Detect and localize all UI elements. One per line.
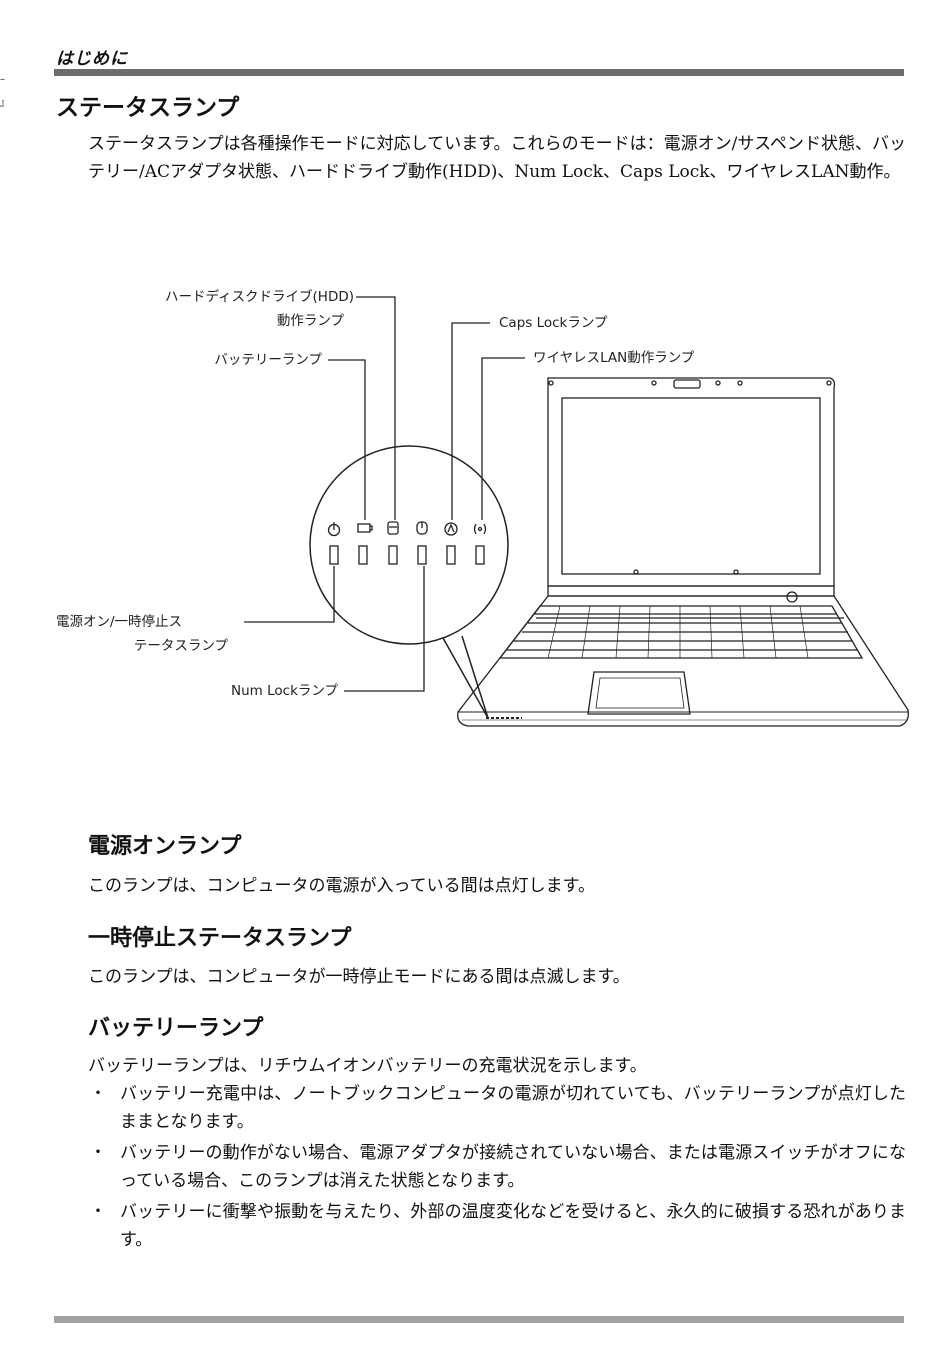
heading-battery-lamp: バッテリーランプ xyxy=(88,1016,264,1041)
bullet-text: バッテリー充電中は、ノートブックコンピュータの電源が切れていても、バッテリーラン… xyxy=(120,1084,906,1132)
bullet-text: バッテリーの動作がない場合、電源アダプタが接続されていない場合、または電源スイッ… xyxy=(120,1143,906,1191)
paragraph-power-on-lamp: このランプは、コンピュータの電源が入っている間は点灯します。 xyxy=(88,876,595,896)
margin-mark: 』 xyxy=(0,98,10,109)
section-label: はじめに xyxy=(56,49,128,69)
list-item: ・ バッテリーに衝撃や振動を与えたり、外部の温度変化などを受けると、永久的に破損… xyxy=(88,1198,907,1254)
bullet-text: バッテリーに衝撃や振動を与えたり、外部の温度変化などを受けると、永久的に破損する… xyxy=(120,1202,906,1250)
paragraph-battery-lamp: バッテリーランプは、リチウムイオンバッテリーの充電状況を示します。 xyxy=(88,1056,647,1076)
callout-num-lock-lamp: Num Lockランプ xyxy=(231,683,338,699)
callout-hdd-lamp: ハードディスクドライブ(HDD) xyxy=(164,289,354,305)
list-item: ・ バッテリーの動作がない場合、電源アダプタが接続されていない場合、または電源ス… xyxy=(88,1139,907,1195)
bullet-symbol: ・ xyxy=(89,1143,107,1163)
footer-rule xyxy=(54,1316,904,1323)
callout-power-lamp-line2: テータスランプ xyxy=(133,638,228,654)
laptop-illustration xyxy=(244,296,909,727)
heading-suspend-lamp: 一時停止ステータスランプ xyxy=(88,926,352,951)
battery-bullet-list: ・ バッテリー充電中は、ノートブックコンピュータの電源が切れていても、バッテリー… xyxy=(88,1080,907,1257)
margin-mark: – xyxy=(0,74,5,85)
intro-paragraph: ステータスランプは各種操作モードに対応しています。これらのモードは：電源オン/サ… xyxy=(88,134,906,182)
callout-battery-lamp: バッテリーランプ xyxy=(214,352,322,368)
callout-wireless-lan-lamp: ワイヤレスLAN動作ランプ xyxy=(533,350,695,366)
page-title: ステータスランプ xyxy=(56,95,240,121)
list-item: ・ バッテリー充電中は、ノートブックコンピュータの電源が切れていても、バッテリー… xyxy=(88,1080,907,1136)
paragraph-suspend-lamp: このランプは、コンピュータが一時停止モードにある間は点滅します。 xyxy=(88,967,630,987)
bullet-symbol: ・ xyxy=(89,1084,107,1104)
bullet-symbol: ・ xyxy=(89,1202,107,1222)
callout-power-lamp: 電源オン/一時停止ス xyxy=(56,614,183,630)
header-rule xyxy=(54,69,904,76)
callout-caps-lock-lamp: Caps Lockランプ xyxy=(499,315,608,331)
heading-power-on-lamp: 電源オンランプ xyxy=(88,834,242,859)
callout-hdd-lamp-line2: 動作ランプ xyxy=(276,313,344,329)
status-lamp-figure: ハードディスクドライブ(HDD) 動作ランプ バッテリーランプ Caps Loc… xyxy=(0,270,950,770)
